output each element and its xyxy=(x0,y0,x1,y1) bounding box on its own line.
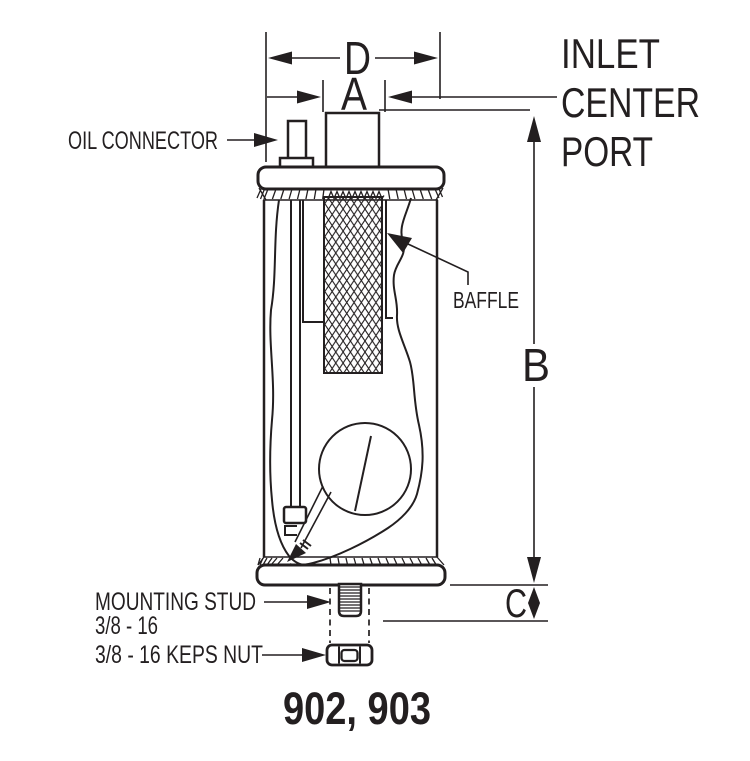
inlet-label: INLET xyxy=(561,30,660,77)
dimension-b-label: B xyxy=(522,339,550,391)
dimension-d-label: D xyxy=(344,32,371,84)
baffle-callout: BAFFLE xyxy=(387,233,519,313)
arrowhead-up-icon xyxy=(527,116,541,142)
baffle-mesh xyxy=(323,196,383,374)
arrowhead-right-icon xyxy=(414,51,438,65)
sight-glass-slash xyxy=(354,435,372,512)
pointer-lines xyxy=(294,485,332,549)
tube-fitting xyxy=(282,505,308,525)
pickup-tube xyxy=(282,200,332,562)
dimension-d: D xyxy=(265,32,441,162)
dimension-c: C xyxy=(383,582,548,626)
arrowhead-right-icon xyxy=(297,90,321,104)
arrowhead-right-icon xyxy=(254,133,278,147)
arrowhead-down-icon xyxy=(528,603,540,619)
arrowhead-up-icon xyxy=(528,587,540,603)
part-numbers-label: 902, 903 xyxy=(283,683,431,734)
keps-nut-label: 3/8 - 16 KEPS NUT xyxy=(95,641,263,669)
port-label: PORT xyxy=(561,128,653,175)
oil-connector xyxy=(278,119,315,172)
keps-nut xyxy=(325,643,374,667)
dimension-b: B xyxy=(522,116,550,583)
rim-hatch xyxy=(257,557,437,566)
mounting-stud xyxy=(329,582,370,643)
inlet-center-port-callout: INLET CENTER PORT xyxy=(561,30,700,175)
baffle xyxy=(302,196,393,374)
bottom-lid xyxy=(255,563,447,587)
dimension-c-label: C xyxy=(505,582,527,626)
baffle-label: BAFFLE xyxy=(453,287,519,313)
thread-lines xyxy=(339,586,361,612)
dimension-a-label: A xyxy=(341,68,367,120)
inlet-port xyxy=(324,111,381,172)
dimension-a: A xyxy=(267,68,386,120)
bottom-rim-band xyxy=(257,556,445,566)
sight-glass xyxy=(318,422,412,516)
flow-arrowhead-icon xyxy=(287,544,306,562)
arrowhead-right-icon xyxy=(302,648,326,662)
arrowhead-left-icon xyxy=(388,90,412,104)
rim-hatch xyxy=(256,188,444,200)
mounting-stud-callout: MOUNTING STUD 3/8 - 16 xyxy=(95,588,331,640)
filter-bag-outline xyxy=(269,197,424,567)
canister xyxy=(255,111,447,587)
top-lid xyxy=(256,165,446,191)
arrowhead-down-icon xyxy=(527,557,541,583)
arrowhead-upleft-icon xyxy=(387,233,412,253)
arrowhead-right-icon xyxy=(307,595,331,609)
oil-connector-callout: OIL CONNECTOR xyxy=(68,127,278,155)
mounting-stud-label: MOUNTING STUD xyxy=(95,588,256,616)
center-label: CENTER xyxy=(561,79,700,126)
tube-clip xyxy=(284,525,297,536)
keps-nut-callout: 3/8 - 16 KEPS NUT xyxy=(95,641,326,669)
inlet-port-leader xyxy=(379,90,557,111)
oil-connector-label: OIL CONNECTOR xyxy=(68,127,218,155)
mounting-stud-size-label: 3/8 - 16 xyxy=(95,612,158,640)
arrowhead-left-icon xyxy=(268,51,292,65)
baffle-frame xyxy=(302,200,393,323)
